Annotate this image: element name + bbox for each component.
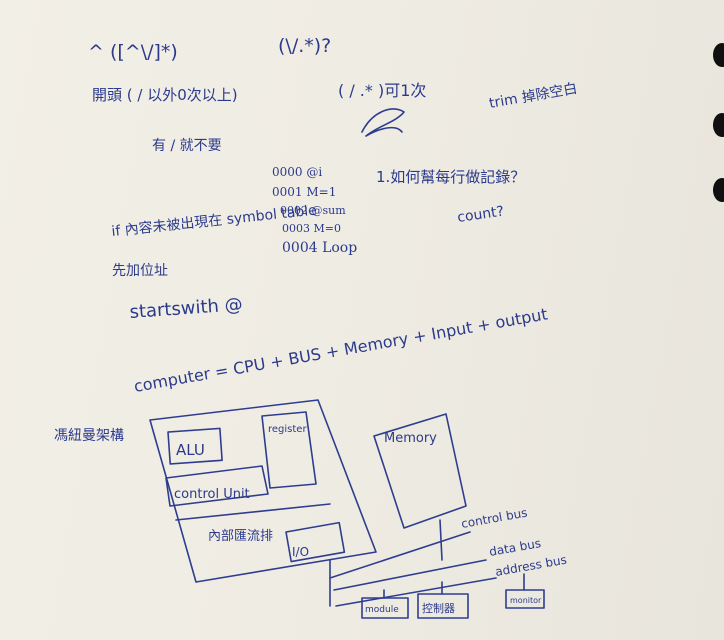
- alu-label: ALU: [176, 441, 205, 459]
- monitor-label: monitor: [510, 596, 542, 605]
- code-line: 0003 M=0: [282, 222, 341, 235]
- address-bus-label: address bus: [494, 553, 568, 579]
- code-line: 0001 M=1: [272, 185, 336, 199]
- control-bus-line: [329, 531, 471, 579]
- io-label: I/O: [292, 545, 309, 559]
- internal-bus-label: 內部匯流排: [208, 529, 273, 544]
- code-line: 0004 Loop: [282, 240, 357, 256]
- binder-hole: [713, 178, 724, 202]
- scribble: [361, 108, 405, 137]
- binder-hole: [713, 43, 724, 67]
- control-bus-label: control bus: [460, 506, 528, 531]
- binder-hole: [713, 113, 724, 137]
- register-label: register: [268, 424, 307, 435]
- architecture-title: 馮紐曼架構: [54, 428, 124, 444]
- register-box: [261, 411, 317, 489]
- trim-note: trim 掉除空白: [488, 81, 579, 112]
- startswith-note: startswith @: [129, 294, 243, 323]
- peripheral-connector: [383, 573, 525, 599]
- io-box: [285, 521, 346, 563]
- module-label: module: [365, 605, 399, 615]
- add-position-note: 先加位址: [112, 263, 168, 279]
- regex-line1-b: (\/.*)?: [278, 35, 331, 57]
- regex-line1-a: ^ ([^\/]*): [88, 41, 178, 63]
- bus-connector: [439, 519, 443, 561]
- code-lines: 0000 @i 0001 M=1 0002 @sum 0003 M=0 0004…: [272, 165, 357, 256]
- monitor-box: [505, 589, 545, 609]
- code-line: 0002 @sum: [280, 204, 346, 217]
- alu-box: [167, 427, 223, 465]
- memory-box: [373, 413, 467, 529]
- module-box: [361, 597, 409, 619]
- count-note: count?: [456, 204, 505, 226]
- address-bus-line: [335, 577, 497, 607]
- controller-label: 控制器: [422, 601, 455, 615]
- code-line: 0000 @i: [272, 165, 322, 179]
- control-unit-box: [165, 465, 269, 507]
- cpu-box: [149, 399, 377, 583]
- controller-box: [417, 593, 469, 619]
- data-bus-line: [333, 559, 487, 591]
- internal-bus-line: [175, 503, 331, 521]
- control-unit-label: control Unit: [174, 487, 250, 502]
- has-slash-note: 有 / 就不要: [152, 138, 222, 154]
- regex-line2-b: ( / .* )可1次: [338, 81, 426, 100]
- how-to-record: 1.如何幫每行做記錄？: [376, 168, 525, 186]
- regex-line2-a: 開頭 ( / 以外0次以上): [92, 86, 238, 104]
- data-bus-label: data bus: [488, 536, 542, 559]
- memory-label: Memory: [384, 431, 437, 446]
